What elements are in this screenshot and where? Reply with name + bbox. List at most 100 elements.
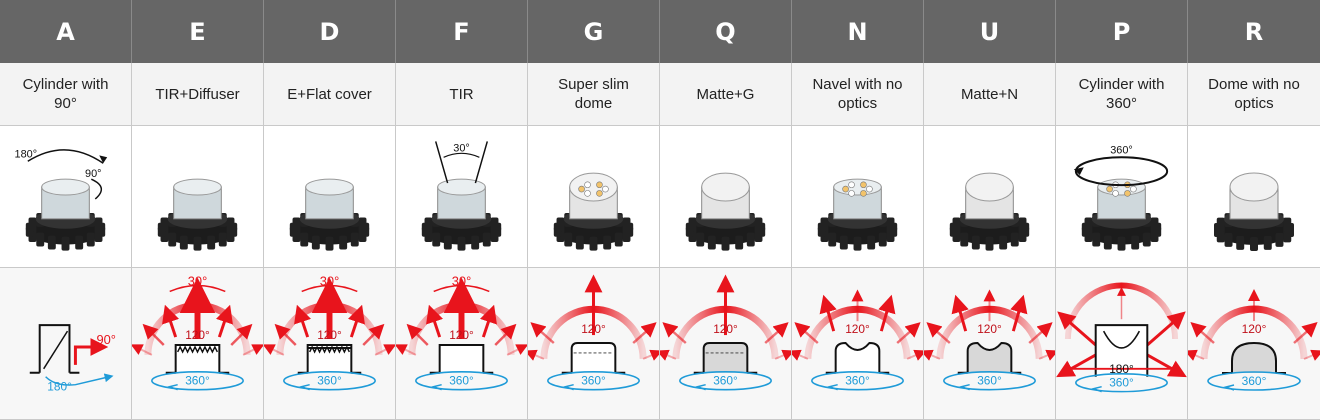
column-description: Navel with no optics: [792, 63, 924, 126]
beam-diagram-n: 120° 360°: [792, 288, 923, 390]
product-photo-u: [949, 172, 1030, 251]
column-description: Matte+G: [660, 63, 792, 126]
photo-angle-label: 90°: [85, 168, 102, 180]
angle-label-180: 180°: [1109, 361, 1134, 375]
diagram-cell: 90°180°: [0, 268, 132, 420]
side-beam-arrow: [1190, 321, 1215, 344]
column-description: E+Flat cover: [264, 63, 396, 126]
angle-label-360: 360°: [713, 373, 738, 387]
angle-label-30: 30°: [188, 273, 208, 288]
side-beam-arrow: [132, 343, 153, 356]
photo-cell: [264, 126, 396, 268]
angle-label-120: 120°: [977, 322, 1002, 336]
side-beam-arrow: [528, 349, 545, 361]
housing-profile: [1231, 341, 1277, 373]
side-beam-arrow: [794, 321, 819, 344]
side-beam-arrow: [264, 343, 285, 356]
side-beam-arrow: [347, 304, 365, 338]
beam-arrow: [73, 337, 109, 365]
column-header-e: E: [132, 0, 264, 63]
light-module-image: [685, 172, 766, 251]
angle-label-90: 90°: [96, 332, 116, 347]
angle-label-120: 120°: [845, 322, 870, 336]
side-beam-arrow: [662, 321, 687, 344]
side-beam-arrow: [1028, 321, 1053, 344]
light-module-image: [949, 172, 1030, 251]
light-module-image: [289, 178, 370, 251]
angle-label-360: 360°: [845, 373, 870, 387]
side-beam-arrow: [230, 323, 253, 346]
column-header-u: U: [924, 0, 1056, 63]
side-beam-arrow: [906, 349, 923, 361]
product-photo-q: [685, 172, 766, 251]
column-header-n: N: [792, 0, 924, 63]
side-beam-arrow: [426, 304, 444, 338]
photo-cell: [528, 126, 660, 268]
side-beam-arrow: [506, 343, 527, 356]
column-description: Cylinder with 360°: [1056, 63, 1188, 126]
angle-label-30: 30°: [452, 273, 472, 288]
product-photo-d: [289, 178, 370, 251]
diagram-cell: 120°360°: [660, 268, 792, 420]
product-photo-a: 180° 90°: [15, 148, 108, 251]
product-photo-r: [1214, 172, 1294, 251]
column-header-a: A: [0, 0, 132, 63]
diagram-cell: 30°120°360°: [264, 268, 396, 420]
product-photo-n: [817, 178, 898, 251]
rotation-ring-icon: [679, 370, 772, 390]
side-beam-arrow: [1038, 349, 1055, 361]
side-beam-arrow: [660, 349, 677, 361]
angle-label-360: 360°: [1242, 374, 1267, 388]
side-beam-arrow: [1010, 294, 1028, 332]
side-beam-arrow: [1293, 321, 1318, 344]
photo-cell: [924, 126, 1056, 268]
angle-label-120: 120°: [317, 328, 342, 342]
side-beam-arrow: [1146, 353, 1187, 377]
diagram-cell: 180°360°: [1056, 268, 1188, 420]
photo-angle-label: 360°: [1110, 144, 1133, 156]
angle-label-120: 120°: [185, 328, 210, 342]
product-photo-f: 30°: [421, 140, 502, 251]
angle-label-360: 360°: [185, 373, 210, 387]
light-module-image: [817, 178, 898, 251]
side-beam-arrow: [294, 304, 312, 338]
side-beam-arrow: [924, 349, 941, 361]
side-beam-arrow: [774, 349, 791, 361]
housing-profile: [834, 341, 881, 373]
light-module-image: [157, 178, 238, 251]
rotation-ring-icon: [943, 370, 1036, 390]
column-header-r: R: [1188, 0, 1320, 63]
column-description: Super slim dome: [528, 63, 660, 126]
diagram-cell: 30° 120° 360°: [132, 268, 264, 420]
side-beam-arrow: [1303, 349, 1320, 361]
beam-diagram-a: 90°180°: [29, 323, 116, 393]
side-beam-arrow: [530, 321, 555, 344]
photo-cell: 30°: [396, 126, 528, 268]
side-beam-arrow: [162, 304, 180, 338]
photo-cell: [660, 126, 792, 268]
angle-label-360: 360°: [449, 373, 474, 387]
photo-cell: 180° 90°: [0, 126, 132, 268]
diagram-cell: 120°360°: [528, 268, 660, 420]
side-beam-arrow: [819, 294, 837, 332]
column-header-q: Q: [660, 0, 792, 63]
side-beam-arrow: [362, 323, 385, 346]
side-beam-arrow: [642, 349, 659, 361]
photo-angle-label: 180°: [15, 148, 38, 160]
beam-diagram-r: 120°360°: [1188, 288, 1320, 391]
product-photo-p: 360°: [1073, 144, 1169, 251]
product-photo-e: [157, 178, 238, 251]
side-beam-arrow: [878, 294, 896, 332]
rotation-ring-icon: [547, 370, 640, 390]
product-photo-g: [553, 172, 634, 251]
housing-profile: [702, 341, 749, 373]
side-beam-arrow: [396, 343, 417, 356]
beam-diagram-d: 30°120°360°: [264, 273, 395, 390]
beam-diagram-g: 120°360°: [528, 274, 659, 390]
angle-label-120: 120°: [449, 328, 474, 342]
side-beam-arrow: [1188, 349, 1205, 361]
photo-cell: 360°: [1056, 126, 1188, 268]
light-module-image: [25, 178, 106, 251]
beam-diagram-p: 180°360°: [1056, 281, 1187, 392]
